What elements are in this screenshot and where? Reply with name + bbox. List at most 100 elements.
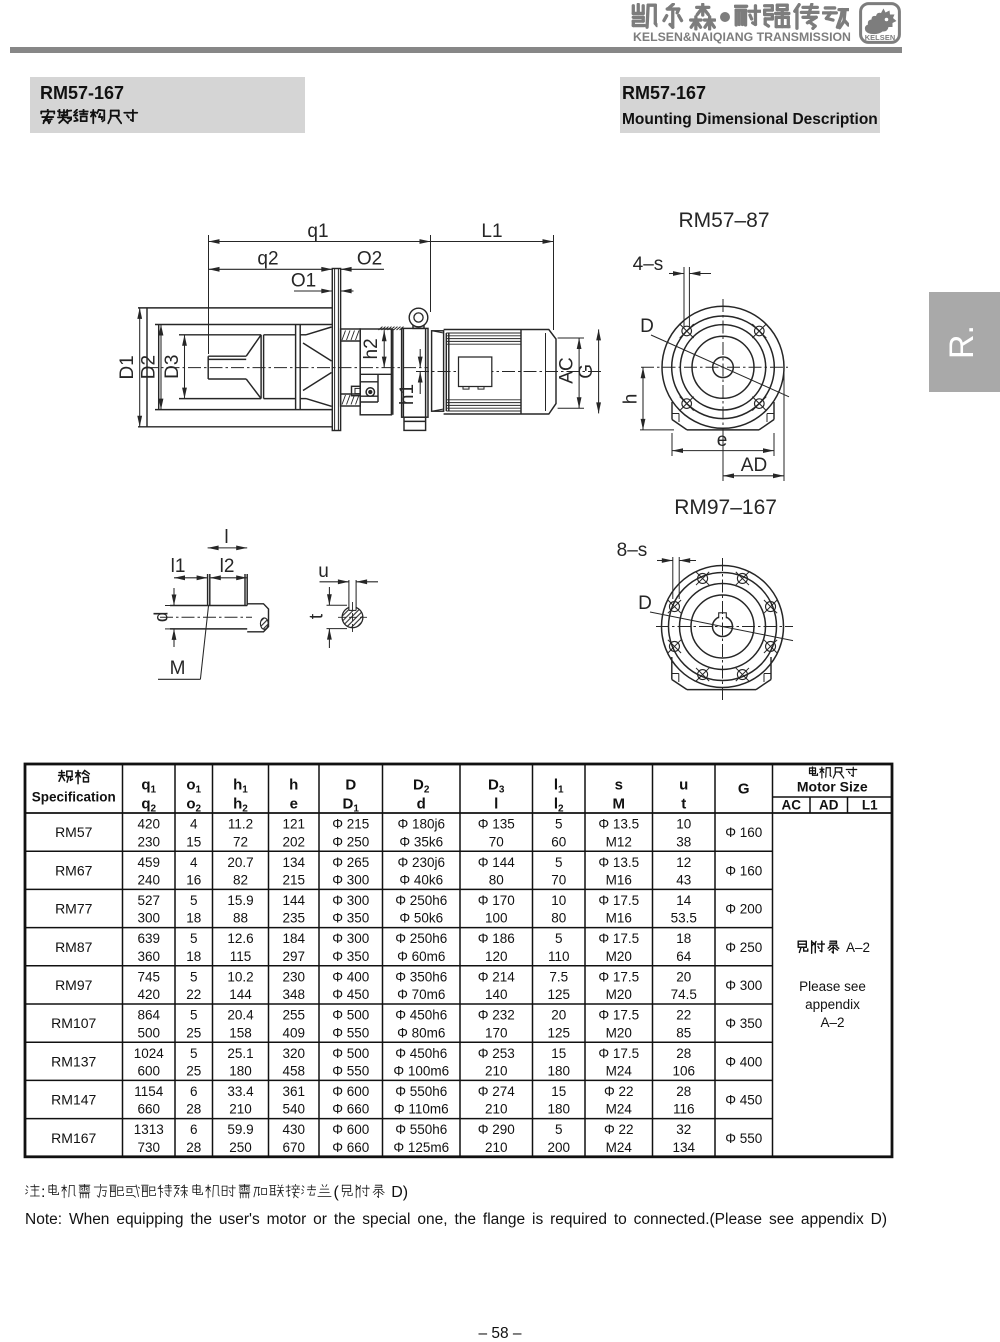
svg-text:16: 16 <box>186 873 201 888</box>
svg-text:53.5: 53.5 <box>671 911 697 926</box>
svg-text:Φ 35k6: Φ 35k6 <box>399 834 443 849</box>
svg-text:Φ 40k6: Φ 40k6 <box>399 873 443 888</box>
svg-text:5: 5 <box>190 893 198 908</box>
svg-text:s: s <box>615 777 623 794</box>
svg-text:22: 22 <box>186 987 201 1002</box>
svg-text:6: 6 <box>190 1122 198 1137</box>
svg-text:M24: M24 <box>606 1064 633 1079</box>
svg-text:20: 20 <box>676 969 691 984</box>
svg-text:361: 361 <box>282 1084 305 1099</box>
svg-text:215: 215 <box>282 873 305 888</box>
svg-text:Φ 300: Φ 300 <box>725 978 762 993</box>
svg-text:60: 60 <box>551 834 566 849</box>
svg-text:Φ 214: Φ 214 <box>478 969 516 984</box>
svg-text:25: 25 <box>186 1064 201 1079</box>
svg-text:Φ 400: Φ 400 <box>725 1054 762 1069</box>
svg-text:527: 527 <box>137 893 160 908</box>
svg-text:D3: D3 <box>162 355 183 379</box>
svg-text:h1: h1 <box>397 384 418 405</box>
svg-text:Φ 350: Φ 350 <box>725 1016 762 1031</box>
svg-text:Φ 274: Φ 274 <box>478 1084 516 1099</box>
svg-text:25: 25 <box>186 1025 201 1040</box>
svg-text:L1: L1 <box>481 221 502 242</box>
svg-text:5: 5 <box>190 931 198 946</box>
svg-text:Φ 300: Φ 300 <box>332 873 369 888</box>
svg-text:12: 12 <box>676 855 691 870</box>
svg-text:Φ 450: Φ 450 <box>332 987 369 1002</box>
svg-text:h: h <box>289 777 298 794</box>
svg-text:t: t <box>681 796 686 813</box>
svg-text:RM57: RM57 <box>55 824 93 840</box>
svg-text:74.5: 74.5 <box>671 987 697 1002</box>
svg-text:AC: AC <box>782 798 802 813</box>
svg-text:28: 28 <box>186 1140 201 1155</box>
svg-text:5: 5 <box>555 855 563 870</box>
svg-text:540: 540 <box>282 1102 305 1117</box>
svg-text:28: 28 <box>676 1084 691 1099</box>
svg-text:u: u <box>318 561 329 582</box>
svg-text:184: 184 <box>282 931 305 946</box>
svg-text:Φ 300: Φ 300 <box>332 931 369 946</box>
svg-text:1154: 1154 <box>134 1084 164 1099</box>
svg-text:M16: M16 <box>606 873 632 888</box>
svg-text:RM147: RM147 <box>51 1092 96 1108</box>
svg-text:4: 4 <box>190 817 198 832</box>
svg-text:255: 255 <box>282 1008 305 1023</box>
svg-text:80: 80 <box>551 911 566 926</box>
svg-text:Φ 60m6: Φ 60m6 <box>397 949 445 964</box>
svg-text:Φ 550: Φ 550 <box>332 1025 369 1040</box>
svg-text:458: 458 <box>282 1064 305 1079</box>
svg-text:28: 28 <box>676 1046 691 1061</box>
svg-text:Φ 17.5: Φ 17.5 <box>598 969 639 984</box>
svg-text:Φ 500: Φ 500 <box>332 1008 369 1023</box>
svg-text:Φ 250: Φ 250 <box>725 940 762 955</box>
svg-text:Φ 13.5: Φ 13.5 <box>598 817 639 832</box>
svg-text:22: 22 <box>676 1008 691 1023</box>
svg-text:Φ 144: Φ 144 <box>478 855 516 870</box>
svg-text:5: 5 <box>190 1046 198 1061</box>
svg-text:230: 230 <box>137 834 160 849</box>
svg-text:O2: O2 <box>357 249 382 270</box>
svg-text:115: 115 <box>230 949 252 964</box>
svg-text:Φ 110m6: Φ 110m6 <box>394 1102 449 1117</box>
svg-text:RM167: RM167 <box>51 1130 96 1146</box>
svg-text:Φ 500: Φ 500 <box>332 1046 369 1061</box>
svg-text:180: 180 <box>547 1064 570 1079</box>
svg-text:Φ 160: Φ 160 <box>725 825 762 840</box>
svg-text:D1: D1 <box>117 355 138 379</box>
svg-text:Φ 230j6: Φ 230j6 <box>397 855 445 870</box>
svg-text:240: 240 <box>137 873 160 888</box>
svg-text:300: 300 <box>137 911 160 926</box>
svg-text:O1: O1 <box>291 271 316 292</box>
svg-text:202: 202 <box>282 834 305 849</box>
svg-text:Φ 180j6: Φ 180j6 <box>397 817 445 832</box>
svg-text:Φ 660: Φ 660 <box>332 1102 369 1117</box>
svg-text:360: 360 <box>137 949 160 964</box>
svg-text:M12: M12 <box>606 834 632 849</box>
svg-text:A–2: A–2 <box>846 940 870 955</box>
svg-text:Please see: Please see <box>799 979 866 994</box>
svg-text:7.5: 7.5 <box>549 969 568 984</box>
svg-text:M: M <box>170 658 186 679</box>
svg-text:15.9: 15.9 <box>227 893 253 908</box>
svg-text:80: 80 <box>489 873 504 888</box>
svg-text:5: 5 <box>555 931 563 946</box>
svg-text:Φ 22: Φ 22 <box>604 1084 634 1099</box>
svg-text:15: 15 <box>186 834 201 849</box>
svg-text:RM67: RM67 <box>55 862 93 878</box>
svg-text:G: G <box>738 781 750 798</box>
svg-text:AD: AD <box>741 455 767 476</box>
svg-text:18: 18 <box>186 911 201 926</box>
svg-text:Φ 550: Φ 550 <box>725 1131 762 1146</box>
svg-text:Φ 170: Φ 170 <box>478 893 515 908</box>
svg-text:Φ 600: Φ 600 <box>332 1122 369 1137</box>
svg-text:Φ 265: Φ 265 <box>332 855 369 870</box>
svg-text:h2: h2 <box>361 338 382 359</box>
svg-text:RM107: RM107 <box>51 1015 96 1031</box>
svg-text:106: 106 <box>672 1064 695 1079</box>
svg-text:59.9: 59.9 <box>227 1122 253 1137</box>
svg-text:420: 420 <box>137 817 160 832</box>
svg-text:D: D <box>638 593 652 614</box>
svg-text:Φ 250h6: Φ 250h6 <box>395 931 447 946</box>
svg-text:Φ 200: Φ 200 <box>725 902 762 917</box>
